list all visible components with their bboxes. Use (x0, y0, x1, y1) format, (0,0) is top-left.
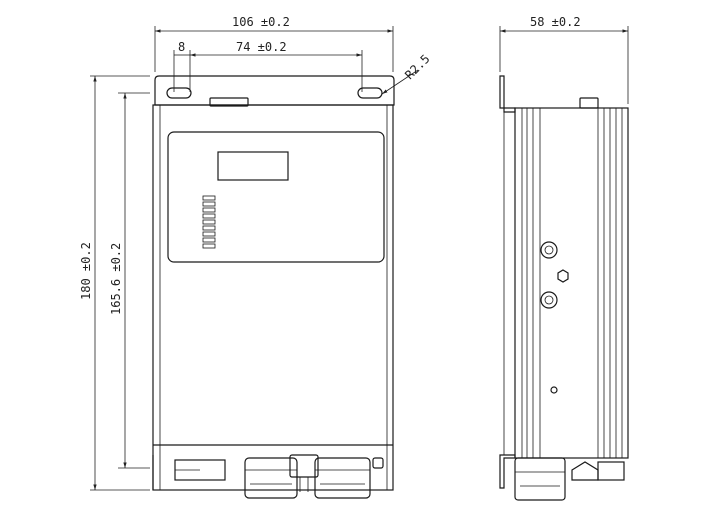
display-window (217, 151, 289, 181)
dim-overall-width: 106 ±0.2 (154, 15, 394, 72)
main-body (152, 104, 394, 491)
label-panel (167, 131, 385, 263)
label-overall-height: 180 ±0.2 (79, 242, 93, 300)
side-screw-bottom (540, 291, 558, 309)
side-screw-top (540, 241, 558, 259)
dim-overall-height: 180 ±0.2 (79, 75, 150, 491)
side-vent-hole (550, 386, 558, 394)
label-edge-offset: 8 (178, 40, 185, 54)
side-bracket (499, 75, 516, 113)
top-flange (154, 75, 395, 106)
heatsink-fins (514, 107, 629, 459)
front-view (152, 75, 395, 499)
label-depth: 58 ±0.2 (530, 15, 581, 29)
dim-body-height: 165.6 ±0.2 (109, 92, 150, 469)
label-corner-radius: R2.5 (402, 52, 432, 82)
dim-corner-radius: R2.5 (381, 52, 433, 95)
side-nut (557, 269, 569, 283)
left-mounting-slot (166, 87, 192, 99)
label-body-height: 165.6 ±0.2 (109, 243, 123, 315)
led-bar (202, 195, 216, 249)
side-view (499, 75, 629, 501)
label-overall-width: 106 ±0.2 (232, 15, 290, 29)
dim-hole-spacing: 8 74 ±0.2 (173, 40, 363, 92)
dim-depth: 58 ±0.2 (499, 15, 629, 104)
label-hole-spacing: 74 ±0.2 (236, 40, 287, 54)
cable-glands (244, 454, 371, 499)
top-tab (209, 97, 249, 107)
